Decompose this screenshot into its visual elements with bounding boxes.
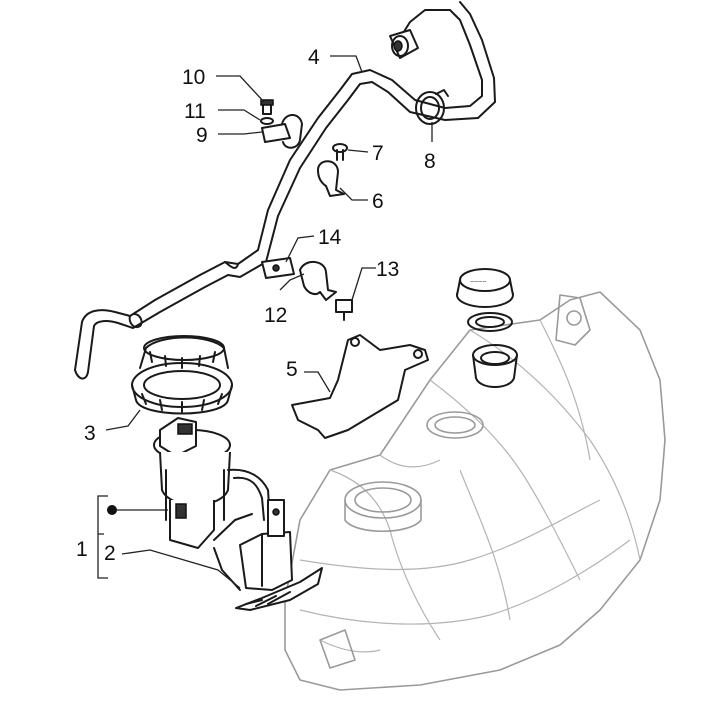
bracket-14 (261, 257, 295, 279)
callout-8: 8 (424, 150, 436, 173)
leader-lines (97, 55, 433, 589)
fuel-tank-outline (284, 291, 666, 691)
callout-9: 9 (196, 124, 208, 147)
filler-cap: ~~~~ (456, 268, 514, 308)
screw-7 (332, 143, 348, 161)
leader-11 (218, 109, 261, 121)
leader-1-dot (107, 505, 117, 515)
leader-10 (216, 75, 265, 103)
clamp-12 (299, 261, 337, 301)
fuel-pump-assembly (153, 417, 323, 611)
leader-4 (330, 55, 363, 73)
callout-5: 5 (286, 358, 298, 381)
heat-shield-5 (291, 334, 429, 439)
callout-10: 10 (182, 66, 205, 89)
filler-neck (472, 344, 518, 388)
lock-ring-3 (131, 335, 233, 415)
bracket-9 (261, 114, 303, 149)
callout-3: 3 (84, 422, 96, 445)
leader-1 (97, 495, 108, 579)
leader-5 (304, 371, 331, 393)
callout-11: 11 (184, 100, 206, 123)
callout-labels: 1 2 3 4 5 6 7 8 9 10 11 12 13 14 (76, 46, 436, 565)
callout-13: 13 (376, 258, 399, 281)
callout-12: 12 (264, 304, 287, 327)
callout-1: 1 (76, 538, 88, 561)
callout-14: 14 (318, 226, 342, 249)
hose-clamp-8 (415, 89, 449, 125)
leader-3 (105, 409, 141, 431)
callout-2: 2 (104, 542, 116, 565)
screw-13 (335, 299, 353, 321)
callout-6: 6 (372, 190, 384, 213)
callout-4: 4 (308, 46, 320, 69)
filler-gasket (467, 312, 513, 332)
leader-6 (339, 187, 368, 201)
leader-7 (347, 149, 369, 153)
washer-11 (260, 117, 274, 125)
fuel-hose (74, 1, 496, 380)
cap-marking-text: ~~~~ (470, 279, 486, 286)
screw-10 (260, 99, 274, 115)
leader-2 (121, 549, 241, 589)
leader-12 (279, 273, 305, 291)
leader-14 (285, 235, 315, 263)
leader-9 (218, 131, 263, 135)
callout-7: 7 (372, 142, 384, 165)
bracket-6 (317, 160, 345, 197)
leader-13 (351, 267, 376, 301)
